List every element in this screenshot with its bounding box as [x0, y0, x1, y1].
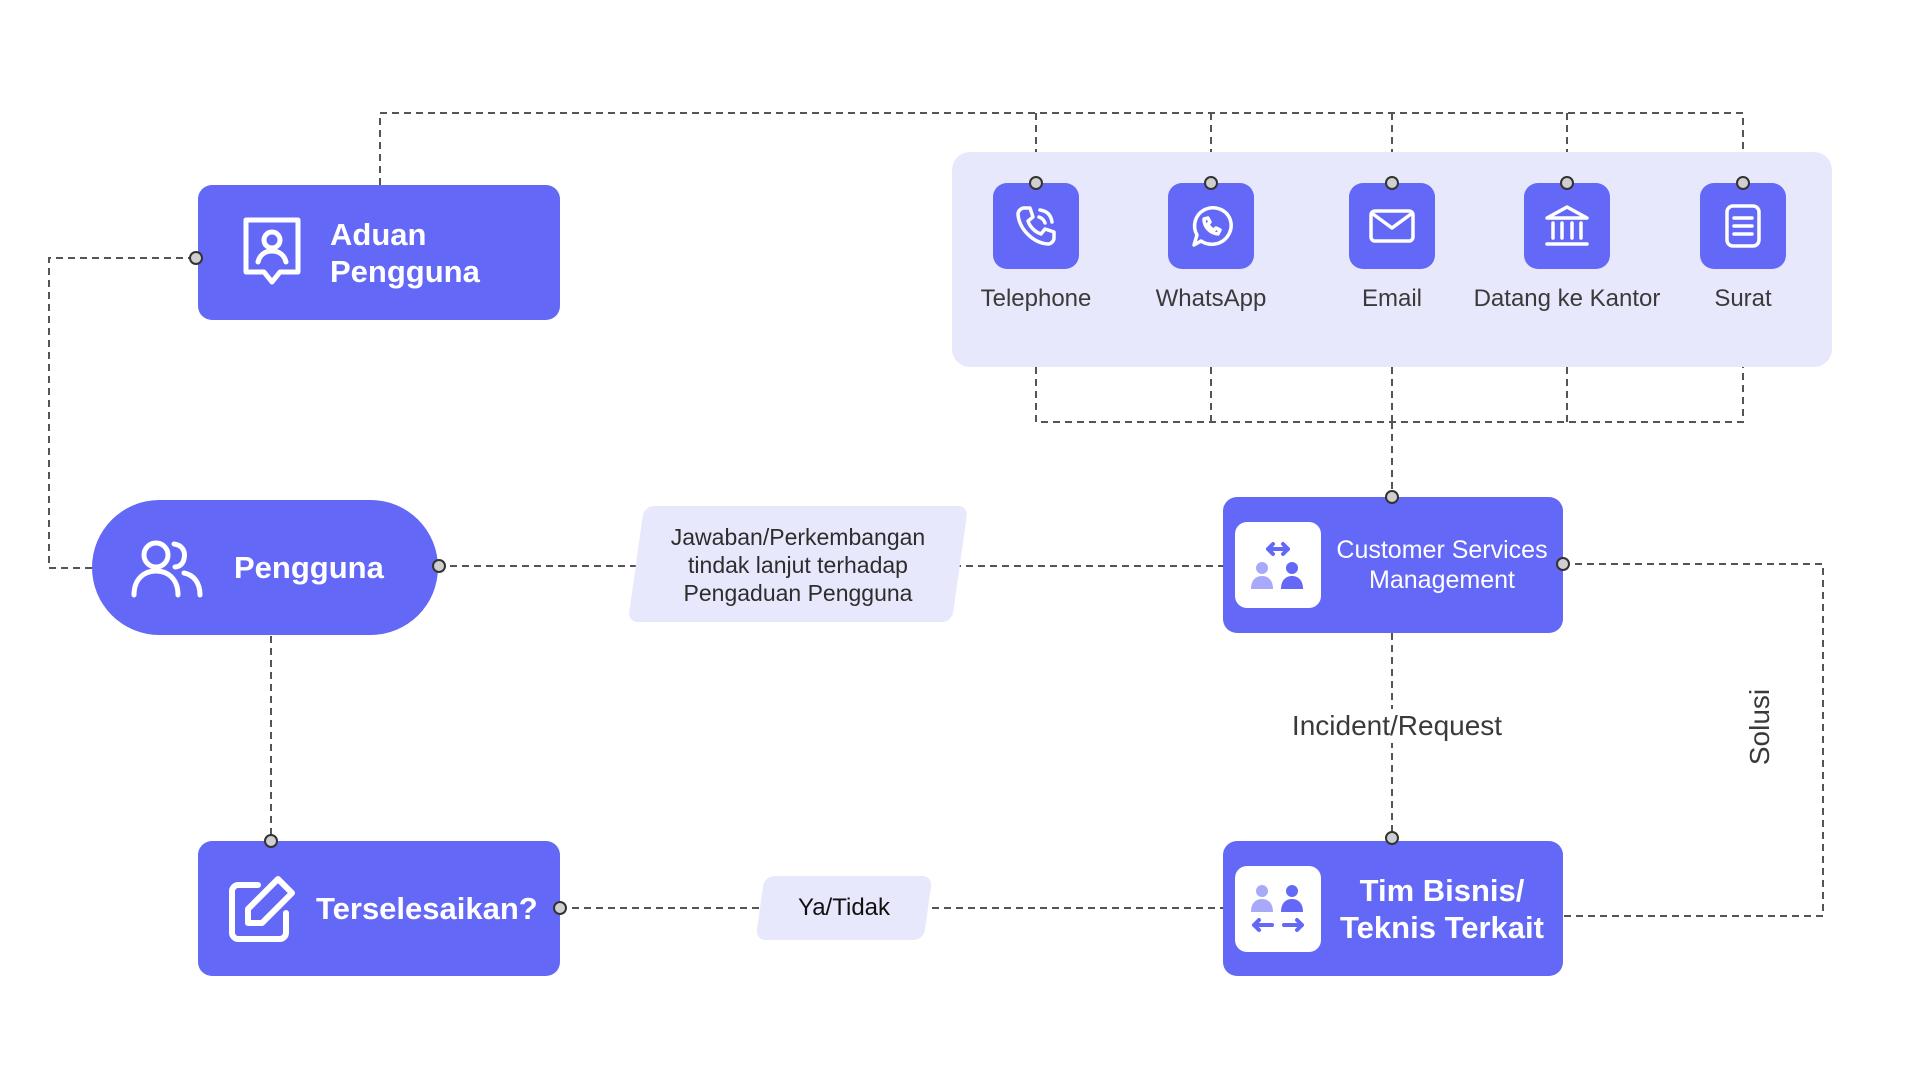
channel-email[interactable]: Email [1292, 183, 1492, 313]
connector-dot [1029, 176, 1043, 190]
connector-channels-bottom [1035, 367, 1744, 423]
connector-dot [553, 901, 567, 915]
connector-dot [1385, 831, 1399, 845]
users-icon [128, 537, 206, 599]
mail-icon [1349, 183, 1435, 269]
connector-dot [1560, 176, 1574, 190]
incident-request-label: Incident/Request [1272, 709, 1522, 743]
connector-dot [1556, 557, 1570, 571]
connector-dot [189, 251, 203, 265]
team-exchange-icon [1235, 522, 1321, 608]
channel-label: Email [1361, 285, 1422, 312]
tim-bisnis-label: Tim Bisnis/ Teknis Terkait [1340, 872, 1544, 945]
jawaban-label: Jawaban/Perkembangan tindak lanjut terha… [670, 524, 926, 606]
team-exchange-icon [1235, 865, 1321, 952]
tim-bisnis-node[interactable]: Tim Bisnis/ Teknis Terkait [1223, 841, 1563, 976]
aduan-pengguna-node[interactable]: Aduan Pengguna [198, 185, 560, 320]
connector-dot [1204, 176, 1218, 190]
pengguna-label: Pengguna [234, 550, 384, 585]
document-icon [1700, 183, 1786, 269]
channel-whatsapp[interactable]: WhatsApp [1111, 183, 1311, 313]
ya-tidak-label: Ya/Tidak [797, 894, 891, 921]
pengguna-node[interactable]: Pengguna [92, 500, 438, 635]
bank-icon [1524, 183, 1610, 269]
solusi-label: Solusi [1744, 688, 1775, 766]
connector-pengguna-to-aduan [48, 257, 196, 569]
connector-solusi [1563, 563, 1824, 917]
aduan-pengguna-label: Aduan Pengguna [330, 216, 480, 289]
terselesaikan-label: Terselesaikan? [316, 891, 538, 926]
connector-dot [1385, 176, 1399, 190]
channel-telephone[interactable]: Telephone [936, 183, 1136, 313]
channel-datang-ke-kantor[interactable]: Datang ke Kantor [1467, 183, 1667, 313]
channel-surat[interactable]: Surat [1643, 183, 1843, 313]
channel-label: Surat [1714, 285, 1772, 312]
terselesaikan-node[interactable]: Terselesaikan? [198, 841, 560, 976]
channel-label: WhatsApp [1155, 285, 1267, 312]
connector-dot [1736, 176, 1750, 190]
csm-label: Customer Services Management [1336, 536, 1548, 594]
connector-dot [432, 559, 446, 573]
user-badge-icon [236, 214, 308, 292]
phone-icon [993, 183, 1079, 269]
csm-node[interactable]: Customer Services Management [1223, 497, 1563, 633]
connector-dot [1385, 490, 1399, 504]
whatsapp-icon [1168, 183, 1254, 269]
channel-label: Telephone [980, 285, 1092, 312]
connector-dot [264, 834, 278, 848]
channel-label: Datang ke Kantor [1473, 285, 1661, 312]
connector-aduan-to-channels [379, 112, 1744, 185]
edit-icon [226, 873, 298, 945]
